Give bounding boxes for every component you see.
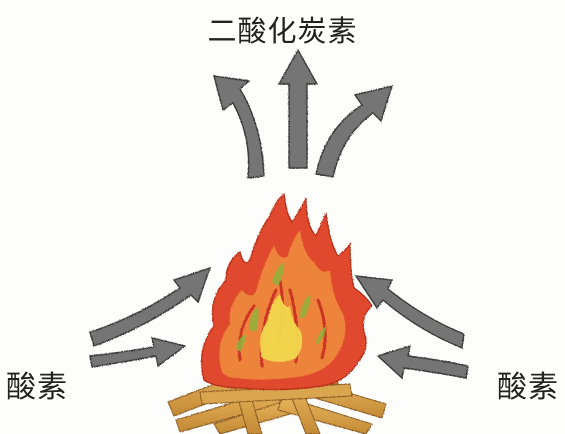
flame-core [260,294,303,362]
campfire-icon [167,192,387,434]
arrow-in-right-upper-icon [354,275,465,349]
arrow-in-left-upper-icon [89,266,212,347]
oxygen-arrows-right [354,275,469,380]
arrow-up-right-icon [315,85,394,178]
arrow-in-right-lower-icon [376,344,469,380]
arrow-up-left-icon [213,75,265,179]
label-carbon-dioxide: 二酸化炭素 [207,14,358,48]
arrow-in-left-lower-icon [89,337,187,368]
co2-arrows [213,48,394,179]
label-oxygen-left: 酸素 [6,370,68,405]
label-oxygen-right: 酸素 [497,370,559,405]
flame-highlights [236,262,326,352]
arrow-up-center-icon [277,48,319,169]
oxygen-arrows-left [89,266,212,368]
